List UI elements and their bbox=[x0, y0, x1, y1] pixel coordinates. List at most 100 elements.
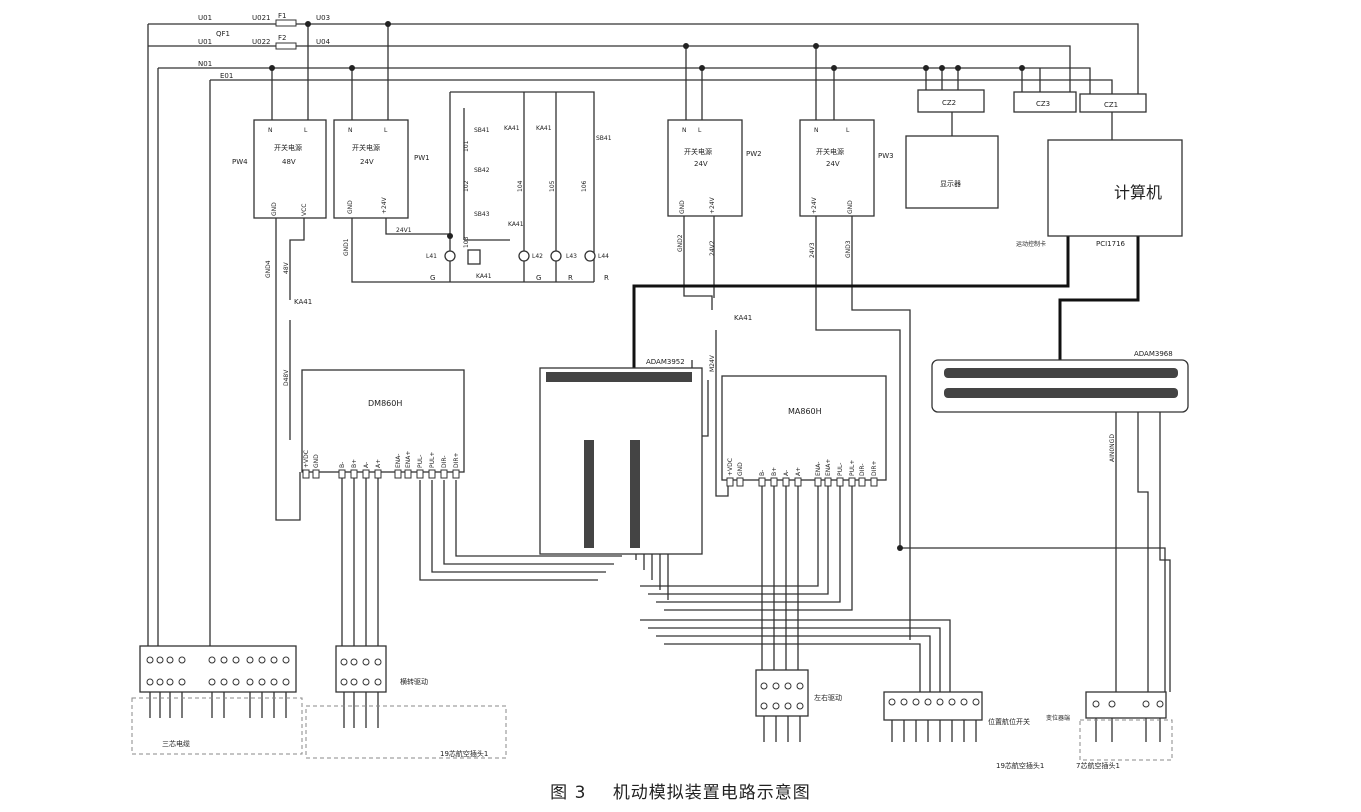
pw3-in-a: N bbox=[814, 127, 819, 134]
motion-card-label: 运动控制卡 bbox=[1016, 240, 1046, 248]
terminal-block-main bbox=[139, 645, 297, 693]
driver-pin-label: PUL+ bbox=[849, 460, 856, 476]
lamp-color-g1: G bbox=[430, 274, 435, 282]
node-101: 101 bbox=[463, 140, 470, 152]
pw2-in-b: L bbox=[698, 127, 702, 134]
driver-pin-label: DIR+ bbox=[871, 460, 878, 476]
driver-pin-label: ENA- bbox=[395, 454, 402, 468]
label-u01: U01 bbox=[198, 14, 212, 22]
wire-24v3: 24V3 bbox=[809, 242, 816, 258]
driver-pin-box bbox=[836, 477, 844, 487]
pw1-voltage: 24V bbox=[360, 158, 374, 166]
terminal-block-d bbox=[883, 691, 983, 721]
relay-sb41b: SB41 bbox=[596, 135, 612, 142]
bus-line-u04 bbox=[148, 45, 1071, 94]
driver-pin-box bbox=[726, 477, 734, 487]
power-supply-pw2 bbox=[667, 119, 743, 217]
socket-cz1 bbox=[1079, 93, 1147, 113]
lamp-color-g2: G bbox=[536, 274, 541, 282]
computer-box bbox=[1047, 139, 1183, 237]
pw2-out-a: GND bbox=[679, 200, 686, 214]
label-u04: U04 bbox=[316, 38, 331, 46]
relay-ka41-a: KA41 bbox=[504, 125, 520, 132]
driver-pin-box bbox=[858, 477, 866, 487]
driver-pin-box bbox=[824, 477, 832, 487]
driver-pin-label: ENA+ bbox=[405, 451, 412, 468]
label-f1: F1 bbox=[278, 12, 286, 20]
terminal-label-7: 7芯航空插头1 bbox=[1076, 761, 1120, 770]
pw3-id: PW3 bbox=[878, 152, 894, 160]
terminal-label-4: 左右驱动 bbox=[814, 693, 842, 702]
wire-agnd: AIN0NGD bbox=[1109, 434, 1116, 462]
terminal-label-2: 横转驱动 bbox=[400, 677, 428, 686]
terminal-label-8: 变位器端 bbox=[1046, 714, 1070, 722]
power-supply-pw1 bbox=[333, 119, 409, 219]
driver-pin-box bbox=[440, 469, 448, 479]
relay-ka41-coil: KA41 bbox=[476, 273, 492, 280]
relay-sb43: SB43 bbox=[474, 211, 490, 218]
wire-gnd3: GND3 bbox=[845, 240, 852, 258]
pw1-out-b: +24V bbox=[381, 196, 388, 214]
pw1-in-b: L bbox=[384, 127, 388, 134]
driver-pin-label: B+ bbox=[351, 459, 358, 468]
terminal-block-e bbox=[1085, 691, 1167, 719]
diagram-canvas: U01 U021 F1 U03 QF1 U01 U022 F2 U04 N01 … bbox=[131, 12, 1189, 770]
driver-pin-box bbox=[362, 469, 370, 479]
adam3952-board bbox=[539, 367, 703, 555]
driver-pin-label: PUL- bbox=[837, 463, 844, 476]
pw2-voltage: 24V bbox=[694, 160, 708, 168]
pw3-out-b: GND bbox=[847, 200, 854, 214]
relay-ka41-c: KA41 bbox=[508, 221, 524, 228]
driver-pin-box bbox=[416, 469, 424, 479]
driver-pin-box bbox=[794, 477, 802, 487]
power-supply-pw4 bbox=[253, 119, 327, 219]
pw2-title: 开关电源 bbox=[684, 147, 712, 156]
bus-line-u03 bbox=[148, 23, 1139, 94]
driver-pin-label: A- bbox=[363, 462, 370, 468]
lamp-l44: L44 bbox=[598, 253, 609, 260]
power-supply-pw3 bbox=[799, 119, 875, 217]
driver-pin-label: +VDC bbox=[303, 450, 310, 468]
driver-pin-label: DIR+ bbox=[453, 452, 460, 468]
driver-pin-label: PUL- bbox=[417, 455, 424, 468]
socket-cz3-label: CZ3 bbox=[1036, 100, 1050, 108]
label-qf1: QF1 bbox=[216, 30, 230, 38]
driver-pin-label: GND bbox=[313, 454, 320, 468]
wire-24v2: 24V2 bbox=[709, 240, 716, 256]
wire-ka41-a: KA41 bbox=[294, 298, 312, 306]
node-103: 103 bbox=[463, 236, 470, 248]
driver-pin-box bbox=[350, 469, 358, 479]
figure-number: 图 3 bbox=[550, 783, 587, 803]
driver-pin-box bbox=[770, 477, 778, 487]
driver-pin-box bbox=[736, 477, 744, 487]
wire-ka41-b: KA41 bbox=[734, 314, 752, 322]
wire-gnd2: GND2 bbox=[677, 234, 684, 252]
driver-pin-box bbox=[428, 469, 436, 479]
relay-ka41-b: KA41 bbox=[536, 125, 552, 132]
driver-pin-label: A- bbox=[783, 470, 790, 476]
driver-pin-label: DIR- bbox=[441, 456, 448, 468]
pw4-in-b: L bbox=[304, 127, 308, 134]
label-u01b: U01 bbox=[198, 38, 212, 46]
driver-pin-box bbox=[452, 469, 460, 479]
node-106: 106 bbox=[581, 180, 588, 192]
driver-pin-label: ENA- bbox=[815, 462, 822, 476]
driver-pin-box bbox=[848, 477, 856, 487]
lamp-color-r2: R bbox=[604, 274, 609, 282]
pw3-voltage: 24V bbox=[826, 160, 840, 168]
lamp-l41: L41 bbox=[426, 253, 437, 260]
driver-pin-label: B+ bbox=[771, 467, 778, 476]
driver-pin-box bbox=[758, 477, 766, 487]
wire-d48v: D48V bbox=[283, 369, 290, 386]
socket-cz3 bbox=[1013, 91, 1077, 113]
driver-pin-box bbox=[870, 477, 878, 487]
ma860h-driver bbox=[721, 375, 887, 481]
wire-gnd4: GND4 bbox=[265, 260, 272, 278]
adam3952-label: ADAM3952 bbox=[646, 358, 685, 366]
driver-pin-box bbox=[312, 469, 320, 479]
pw4-out-a: GND bbox=[271, 202, 278, 216]
figure-title: 机动模拟装置电路示意图 bbox=[612, 783, 811, 803]
terminal-label-3: 19芯航空插头1 bbox=[440, 749, 488, 758]
label-u022: U022 bbox=[252, 38, 270, 46]
